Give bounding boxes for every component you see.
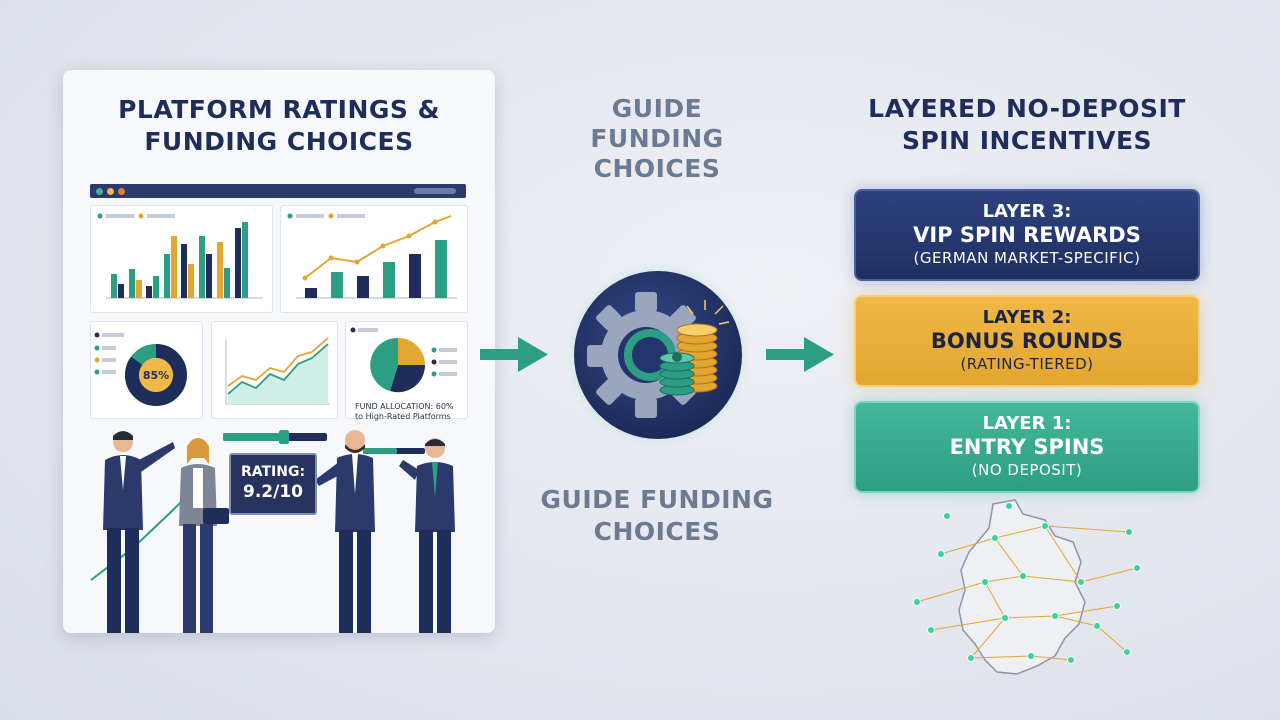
layer-1-card: LAYER 1: ENTRY SPINS (NO DEPOSIT) bbox=[854, 401, 1200, 493]
ratings-card: PLATFORM RATINGS & FUNDING CHOICES bbox=[63, 70, 495, 633]
trend-chart-panel bbox=[280, 205, 468, 313]
window-dot-icon bbox=[107, 188, 114, 195]
line-chart-panel bbox=[211, 321, 338, 419]
bar-series bbox=[111, 222, 248, 298]
trend-chart bbox=[287, 213, 457, 299]
team-illustration bbox=[90, 430, 455, 633]
ratings-title: PLATFORM RATINGS & FUNDING CHOICES bbox=[118, 95, 440, 156]
gear-icon bbox=[587, 292, 705, 418]
guide-title-bottom: GUIDE FUNDING CHOICES bbox=[540, 485, 774, 546]
fund-allocation-label: FUND ALLOCATION: 60% to High-Rated Platf… bbox=[355, 402, 454, 421]
layer-2-card: LAYER 2: BONUS ROUNDS (RATING-TIERED) bbox=[854, 295, 1200, 387]
bar-chart bbox=[97, 213, 263, 299]
pie-chart-panel bbox=[345, 321, 468, 419]
donut-chart: 85% bbox=[94, 332, 187, 406]
person-3 bbox=[315, 430, 375, 633]
guide-title-top: GUIDE FUNDING CHOICES bbox=[590, 94, 724, 183]
germany-map-network bbox=[913, 499, 1141, 675]
window-dot-icon bbox=[96, 188, 103, 195]
incentives-title: LAYERED NO-DEPOSIT SPIN INCENTIVES bbox=[868, 94, 1186, 155]
line-chart bbox=[225, 337, 330, 405]
dashboard-titlebar bbox=[90, 184, 466, 198]
gear-coin-emblem bbox=[565, 262, 751, 448]
layer-3-card: LAYER 3: VIP SPIN REWARDS (GERMAN MARKET… bbox=[854, 189, 1200, 281]
bar-chart-panel bbox=[90, 205, 273, 313]
person-4 bbox=[399, 438, 455, 633]
arrow-right-icon bbox=[766, 337, 834, 372]
arrow-right-icon bbox=[480, 337, 548, 372]
window-dot-icon bbox=[118, 188, 125, 195]
coin-stack-icon bbox=[659, 300, 730, 396]
donut-chart-panel: 85% bbox=[90, 321, 203, 419]
search-bar bbox=[414, 188, 456, 194]
person-1 bbox=[103, 431, 175, 633]
person-2 bbox=[179, 438, 229, 633]
donut-fill bbox=[125, 344, 187, 406]
pie-chart bbox=[350, 327, 457, 393]
donut-percent: 85% bbox=[143, 369, 169, 382]
rating-badge: RATING: 9.2/10 bbox=[229, 453, 317, 515]
